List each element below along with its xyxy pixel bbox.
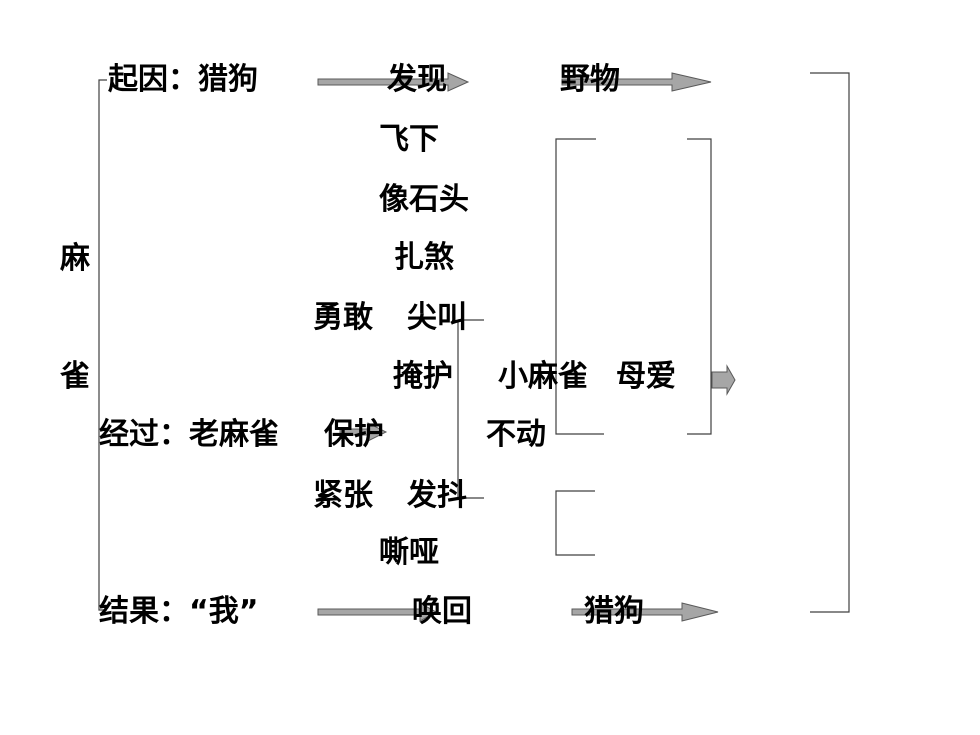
arrow-cause-2 xyxy=(561,72,712,92)
love-bracket-right xyxy=(687,138,712,435)
process-label: 经过：老麻雀 xyxy=(99,417,279,452)
cause-verb: 发现 xyxy=(387,62,447,97)
target-little-sparrow: 小麻雀 xyxy=(498,359,588,394)
left-brace xyxy=(98,79,107,611)
title-char-1: 麻 xyxy=(60,241,90,276)
action-scream: 尖叫 xyxy=(407,300,467,335)
cause-object: 野物 xyxy=(560,62,620,97)
action-tremble: 发抖 xyxy=(407,478,467,513)
right-outer-bracket xyxy=(810,72,850,613)
result-object: 猎狗 xyxy=(584,594,644,629)
arrow-protect xyxy=(339,422,388,442)
target-motherly-love: 母爱 xyxy=(616,359,676,394)
action-like-stone: 像石头 xyxy=(379,182,469,217)
action-hoarse: 嘶哑 xyxy=(379,535,439,570)
arrow-result-1 xyxy=(317,602,438,622)
action-protect: 保护 xyxy=(324,417,384,452)
arrow-cause-1 xyxy=(317,72,470,92)
love-bracket-left xyxy=(555,138,604,435)
action-brave: 勇敢 xyxy=(313,300,373,335)
action-fly-down: 飞下 xyxy=(379,122,439,157)
arrow-result-2 xyxy=(571,602,719,622)
arrow-love xyxy=(711,364,736,396)
result-label: 结果：“我” xyxy=(99,594,259,629)
action-shield: 掩护 xyxy=(393,359,453,394)
result-verb: 唤回 xyxy=(412,594,472,629)
lower-bracket xyxy=(555,490,595,556)
action-flutter: 扎煞 xyxy=(394,240,454,275)
action-tense: 紧张 xyxy=(313,478,373,513)
cause-label: 起因：猎狗 xyxy=(108,62,258,97)
title-char-2: 雀 xyxy=(60,359,90,394)
target-motionless: 不动 xyxy=(486,417,546,452)
